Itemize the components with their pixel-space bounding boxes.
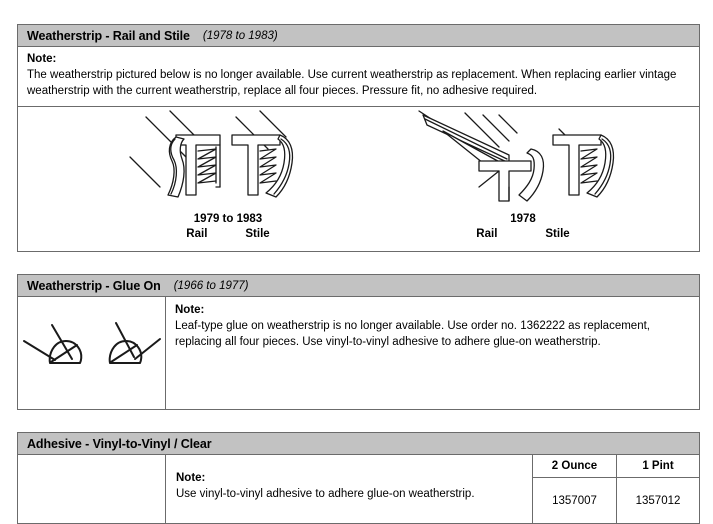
diagram-row-rail-stile: 1979 to 1983 Rail Stile (18, 107, 699, 251)
diagram-glue-on-weatherstrip-sections (23, 322, 161, 364)
section-weatherstrip-rail-and-stile: Weatherstrip - Rail and Stile (1978 to 1… (17, 24, 700, 252)
section-header-adhesive: Adhesive - Vinyl-to-Vinyl / Clear (18, 433, 699, 455)
section-title: Adhesive - Vinyl-to-Vinyl / Clear (27, 436, 212, 451)
note-label: Note: (175, 304, 205, 316)
figure-part-rail: Rail (476, 228, 498, 240)
adhesive-table: Note: Use vinyl-to-vinyl adhesive to adh… (18, 455, 699, 523)
figure-year-label: 1979 to 1983 (193, 213, 263, 225)
section-header-rail-stile: Weatherstrip - Rail and Stile (1978 to 1… (18, 25, 699, 47)
note-container-adhesive: Note: Use vinyl-to-vinyl adhesive to adh… (166, 455, 533, 523)
figure-caption-1979-to-1983: 1979 to 1983 Rail Stile (128, 212, 328, 242)
section-adhesive-vinyl-to-vinyl-clear: Adhesive - Vinyl-to-Vinyl / Clear Note: … (17, 432, 700, 524)
part-number-1-pint[interactable]: 1357012 (635, 494, 681, 507)
column-header-size: 2 Ounce (533, 455, 616, 478)
section-year-range: (1978 to 1983) (202, 29, 278, 42)
figure-part-stile: Stile (245, 228, 270, 240)
note-text: Use vinyl-to-vinyl adhesive to adhere gl… (176, 488, 475, 500)
section-header-glue-on: Weatherstrip - Glue On (1966 to 1977) (18, 275, 699, 297)
diagram-1978-rail-and-stile (418, 110, 615, 202)
note-text: The weatherstrip pictured below is no lo… (27, 69, 677, 97)
figure-year-label: 1978 (510, 213, 536, 225)
section-title: Weatherstrip - Glue On (27, 278, 161, 293)
note-container-glue-on: Note: Leaf-type glue on weatherstrip is … (166, 297, 699, 409)
note-text: Leaf-type glue on weatherstrip is no lon… (175, 320, 650, 348)
section-title: Weatherstrip - Rail and Stile (27, 28, 190, 43)
column-1-pint: 1 Pint 1357012 (616, 455, 699, 523)
note-label: Note: (176, 472, 206, 484)
note-label: Note: (27, 53, 57, 65)
note-container-rail-stile: Note: The weatherstrip pictured below is… (18, 47, 699, 107)
figure-part-rail: Rail (186, 228, 208, 240)
section-weatherstrip-glue-on: Weatherstrip - Glue On (1966 to 1977) (17, 274, 700, 410)
section-year-range: (1966 to 1977) (173, 279, 249, 292)
part-number-2-ounce[interactable]: 1357007 (552, 494, 597, 507)
diagram-cell-glue-on (18, 297, 166, 409)
figure-part-stile: Stile (545, 228, 570, 240)
column-2-ounce: 2 Ounce 1357007 (533, 455, 616, 523)
adhesive-image-cell (18, 455, 166, 523)
diagram-1979-to-1983-rail-and-stile (129, 110, 294, 198)
column-header-size: 1 Pint (617, 455, 699, 478)
figure-caption-1978: 1978 Rail Stile (413, 212, 633, 242)
adhesive-size-columns: 2 Ounce 1357007 1 Pint 1357012 (533, 455, 699, 523)
parts-catalog-page: Weatherstrip - Rail and Stile (1978 to 1… (17, 0, 700, 524)
